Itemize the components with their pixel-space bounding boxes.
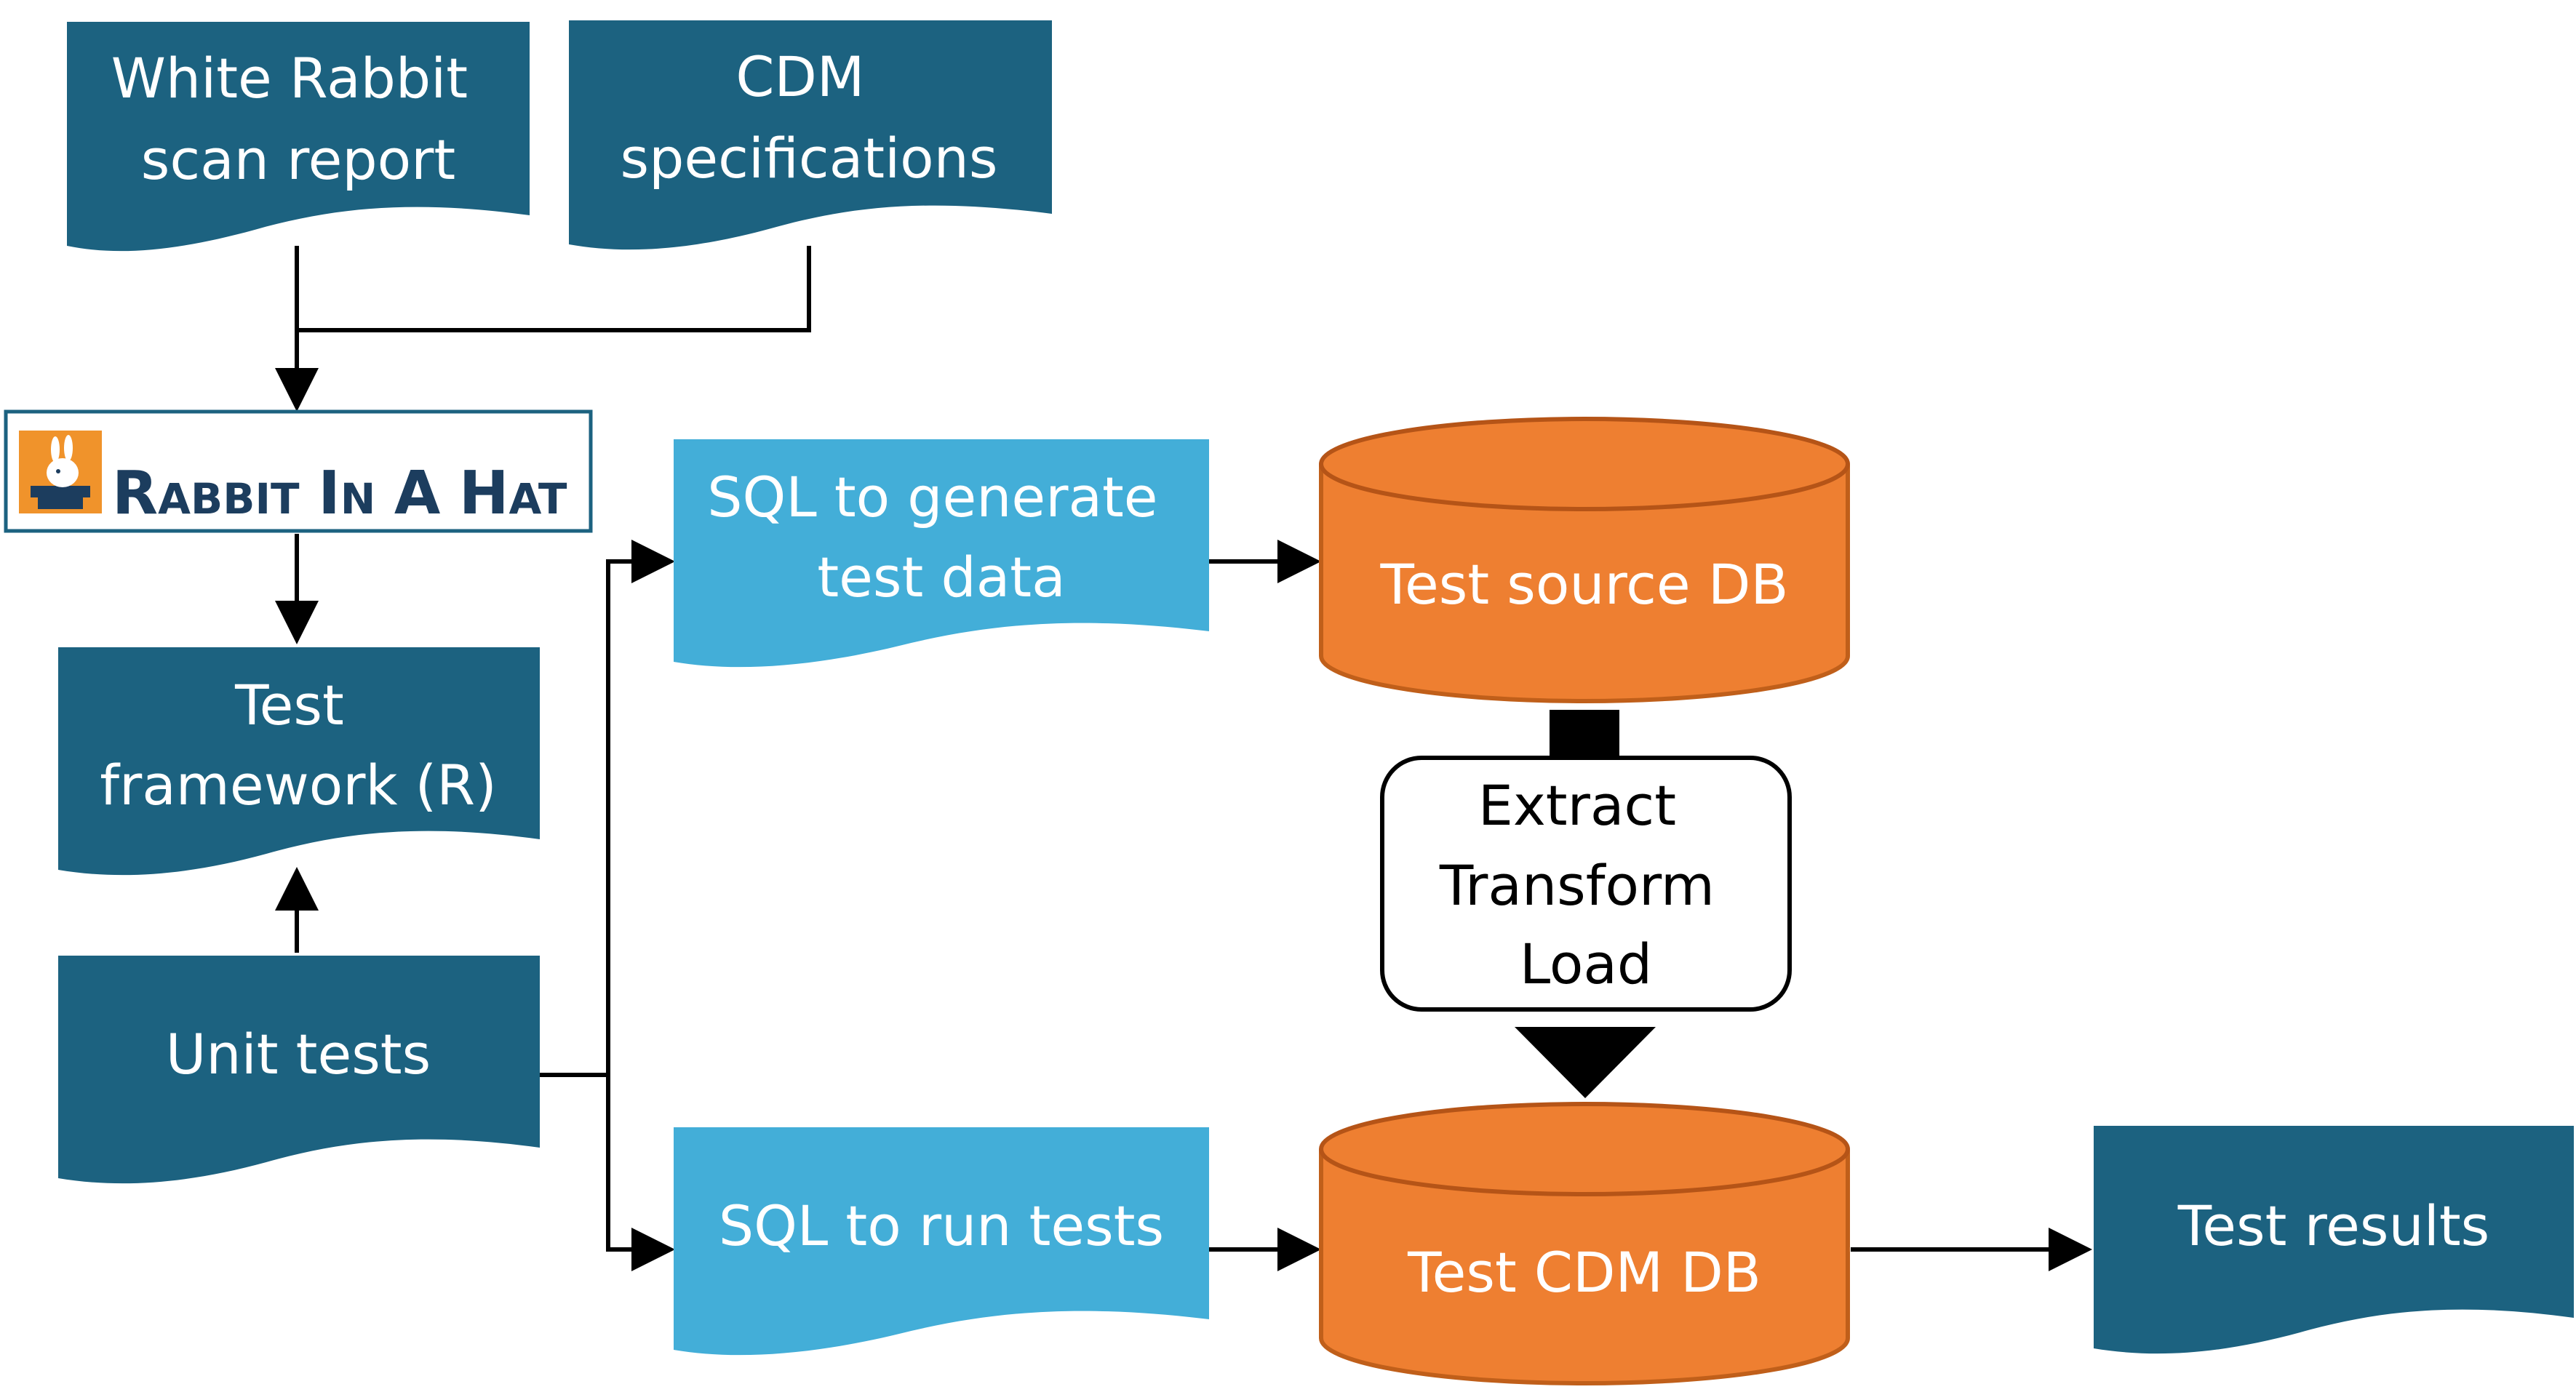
node-label-line: test data (817, 545, 1065, 609)
node-sql-generate-test-data: SQL to generate test data (674, 439, 1209, 668)
svg-text:Extract Transform: Extract Transform Load (1439, 773, 1732, 996)
logo-big-letter: I (318, 459, 340, 528)
document-shape (2094, 1126, 2574, 1354)
node-white-rabbit-scan-report: White Rabbit scan report (67, 22, 530, 252)
document-shape (569, 20, 1052, 250)
connectors (275, 246, 2092, 1271)
logo-small-letters: ABBIT (158, 474, 300, 524)
logo-frame (4, 409, 593, 533)
logo-big-letter: A (394, 459, 441, 528)
node-label-line: SQL to generate (707, 465, 1157, 529)
etl-thick-arrow-head (1515, 1027, 1656, 1098)
document-shape (58, 647, 540, 876)
node-label-line: Test (234, 673, 344, 737)
node-label-line: scan report (141, 127, 455, 192)
node-label-line: framework (R) (100, 753, 497, 817)
document-shape (58, 956, 540, 1184)
node-label-line: Extract (1478, 773, 1676, 838)
node-test-cdm-db: Test CDM DB (1319, 1102, 1850, 1385)
node-label-line: SQL to run tests (719, 1193, 1164, 1258)
svg-text:Test framework (R): Test framework (R) (100, 673, 497, 817)
node-label-line: Test CDM DB (1407, 1240, 1761, 1305)
cylinder-body (1319, 1149, 1850, 1385)
node-label-line: Transform (1439, 853, 1715, 918)
svg-text:SQL to generate test dat: SQL to generate test data (707, 465, 1176, 609)
logo-big-letter: R (112, 459, 158, 528)
node-label-line: White Rabbit (111, 46, 468, 111)
node-label-line: Test results (2177, 1193, 2489, 1258)
rabbit-in-hat-icon (19, 431, 102, 513)
node-test-source-db: Test source DB (1319, 417, 1850, 703)
logo-wordmark: RABBIT IN A HAT (112, 459, 567, 528)
svg-text:Test results: Test results (2177, 1193, 2489, 1258)
node-extract-transform-load: Extract Transform Load (1380, 756, 1792, 1012)
node-cdm-specifications: CDM specifications (569, 20, 1052, 250)
edge-unit-tests-to-sql-run (606, 1075, 675, 1271)
node-rabbit-in-a-hat: RABBIT IN A HAT (4, 409, 593, 533)
edge-unit-tests-to-sql-generate (606, 540, 675, 1075)
node-unit-tests: Unit tests (58, 956, 540, 1184)
etl-box (1380, 756, 1792, 1012)
svg-text:White Rabbit scan report: White Rabbit scan report (111, 46, 485, 192)
cylinder-top (1319, 417, 1850, 511)
logo-small-letters: N (340, 474, 376, 524)
document-shape (67, 22, 530, 252)
svg-text:Test source DB: Test source DB (1379, 552, 1788, 617)
svg-text:CDM specifications: CDM specifications (621, 44, 998, 191)
document-shape (674, 1127, 1209, 1356)
cylinder-top (1319, 1102, 1850, 1196)
node-sql-run-tests: SQL to run tests (674, 1127, 1209, 1356)
etl-thick-arrow-stem (1550, 710, 1619, 759)
edge-cdm-specs-to-merge (297, 246, 811, 332)
svg-text:SQL to run tests: SQL to run tests (719, 1193, 1164, 1258)
node-label-line: Load (1520, 932, 1652, 996)
logo-small-letters: AT (509, 474, 567, 524)
svg-text:Unit tests: Unit tests (166, 1022, 431, 1087)
node-label-line: specifications (621, 126, 998, 191)
node-label-line: Test source DB (1379, 552, 1788, 617)
node-test-framework: Test framework (R) (58, 647, 540, 876)
cylinder-body (1319, 464, 1850, 703)
logo-big-letter: H (459, 459, 509, 528)
document-shape (674, 439, 1209, 668)
svg-text:Test CDM DB: Test CDM DB (1407, 1240, 1761, 1305)
node-label-line: CDM (735, 44, 864, 109)
node-test-results: Test results (2094, 1126, 2574, 1354)
node-label-line: Unit tests (166, 1022, 431, 1087)
